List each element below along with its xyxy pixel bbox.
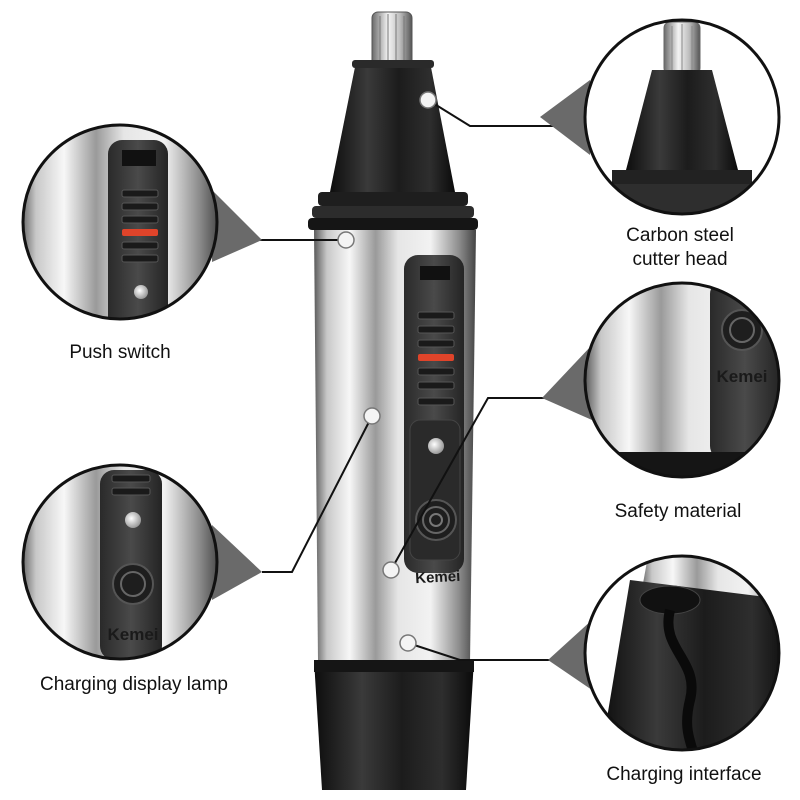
zoom-bubble-cutter-head bbox=[540, 18, 781, 216]
caption-cutter-head: Carbon steel cutter head bbox=[590, 224, 770, 272]
caption-cutter-head-line2: cutter head bbox=[632, 249, 728, 270]
brand-logo-lamp: Kemei bbox=[107, 625, 158, 644]
callout-lines bbox=[260, 99, 580, 661]
caption-charging-display-lamp: Charging display lamp bbox=[40, 674, 228, 695]
zoom-bubble-charging-interface bbox=[548, 554, 781, 752]
caption-cutter-head-line1: Carbon steel bbox=[626, 225, 734, 246]
zoom-bubble-push-switch bbox=[21, 123, 262, 321]
caption-charging-interface: Charging interface bbox=[606, 764, 762, 785]
brand-logo-main: Kemei bbox=[415, 568, 461, 587]
caption-push-switch: Push switch bbox=[69, 342, 171, 363]
brand-logo-safety: Kemei bbox=[716, 367, 767, 386]
caption-safety-material: Safety material bbox=[614, 501, 742, 522]
trimmer-body: Kemei bbox=[308, 11, 478, 790]
zoom-bubble-charging-lamp: Kemei bbox=[21, 463, 262, 661]
callout-dots bbox=[337, 91, 437, 652]
zoom-bubble-safety-material: Kemei bbox=[542, 281, 781, 479]
